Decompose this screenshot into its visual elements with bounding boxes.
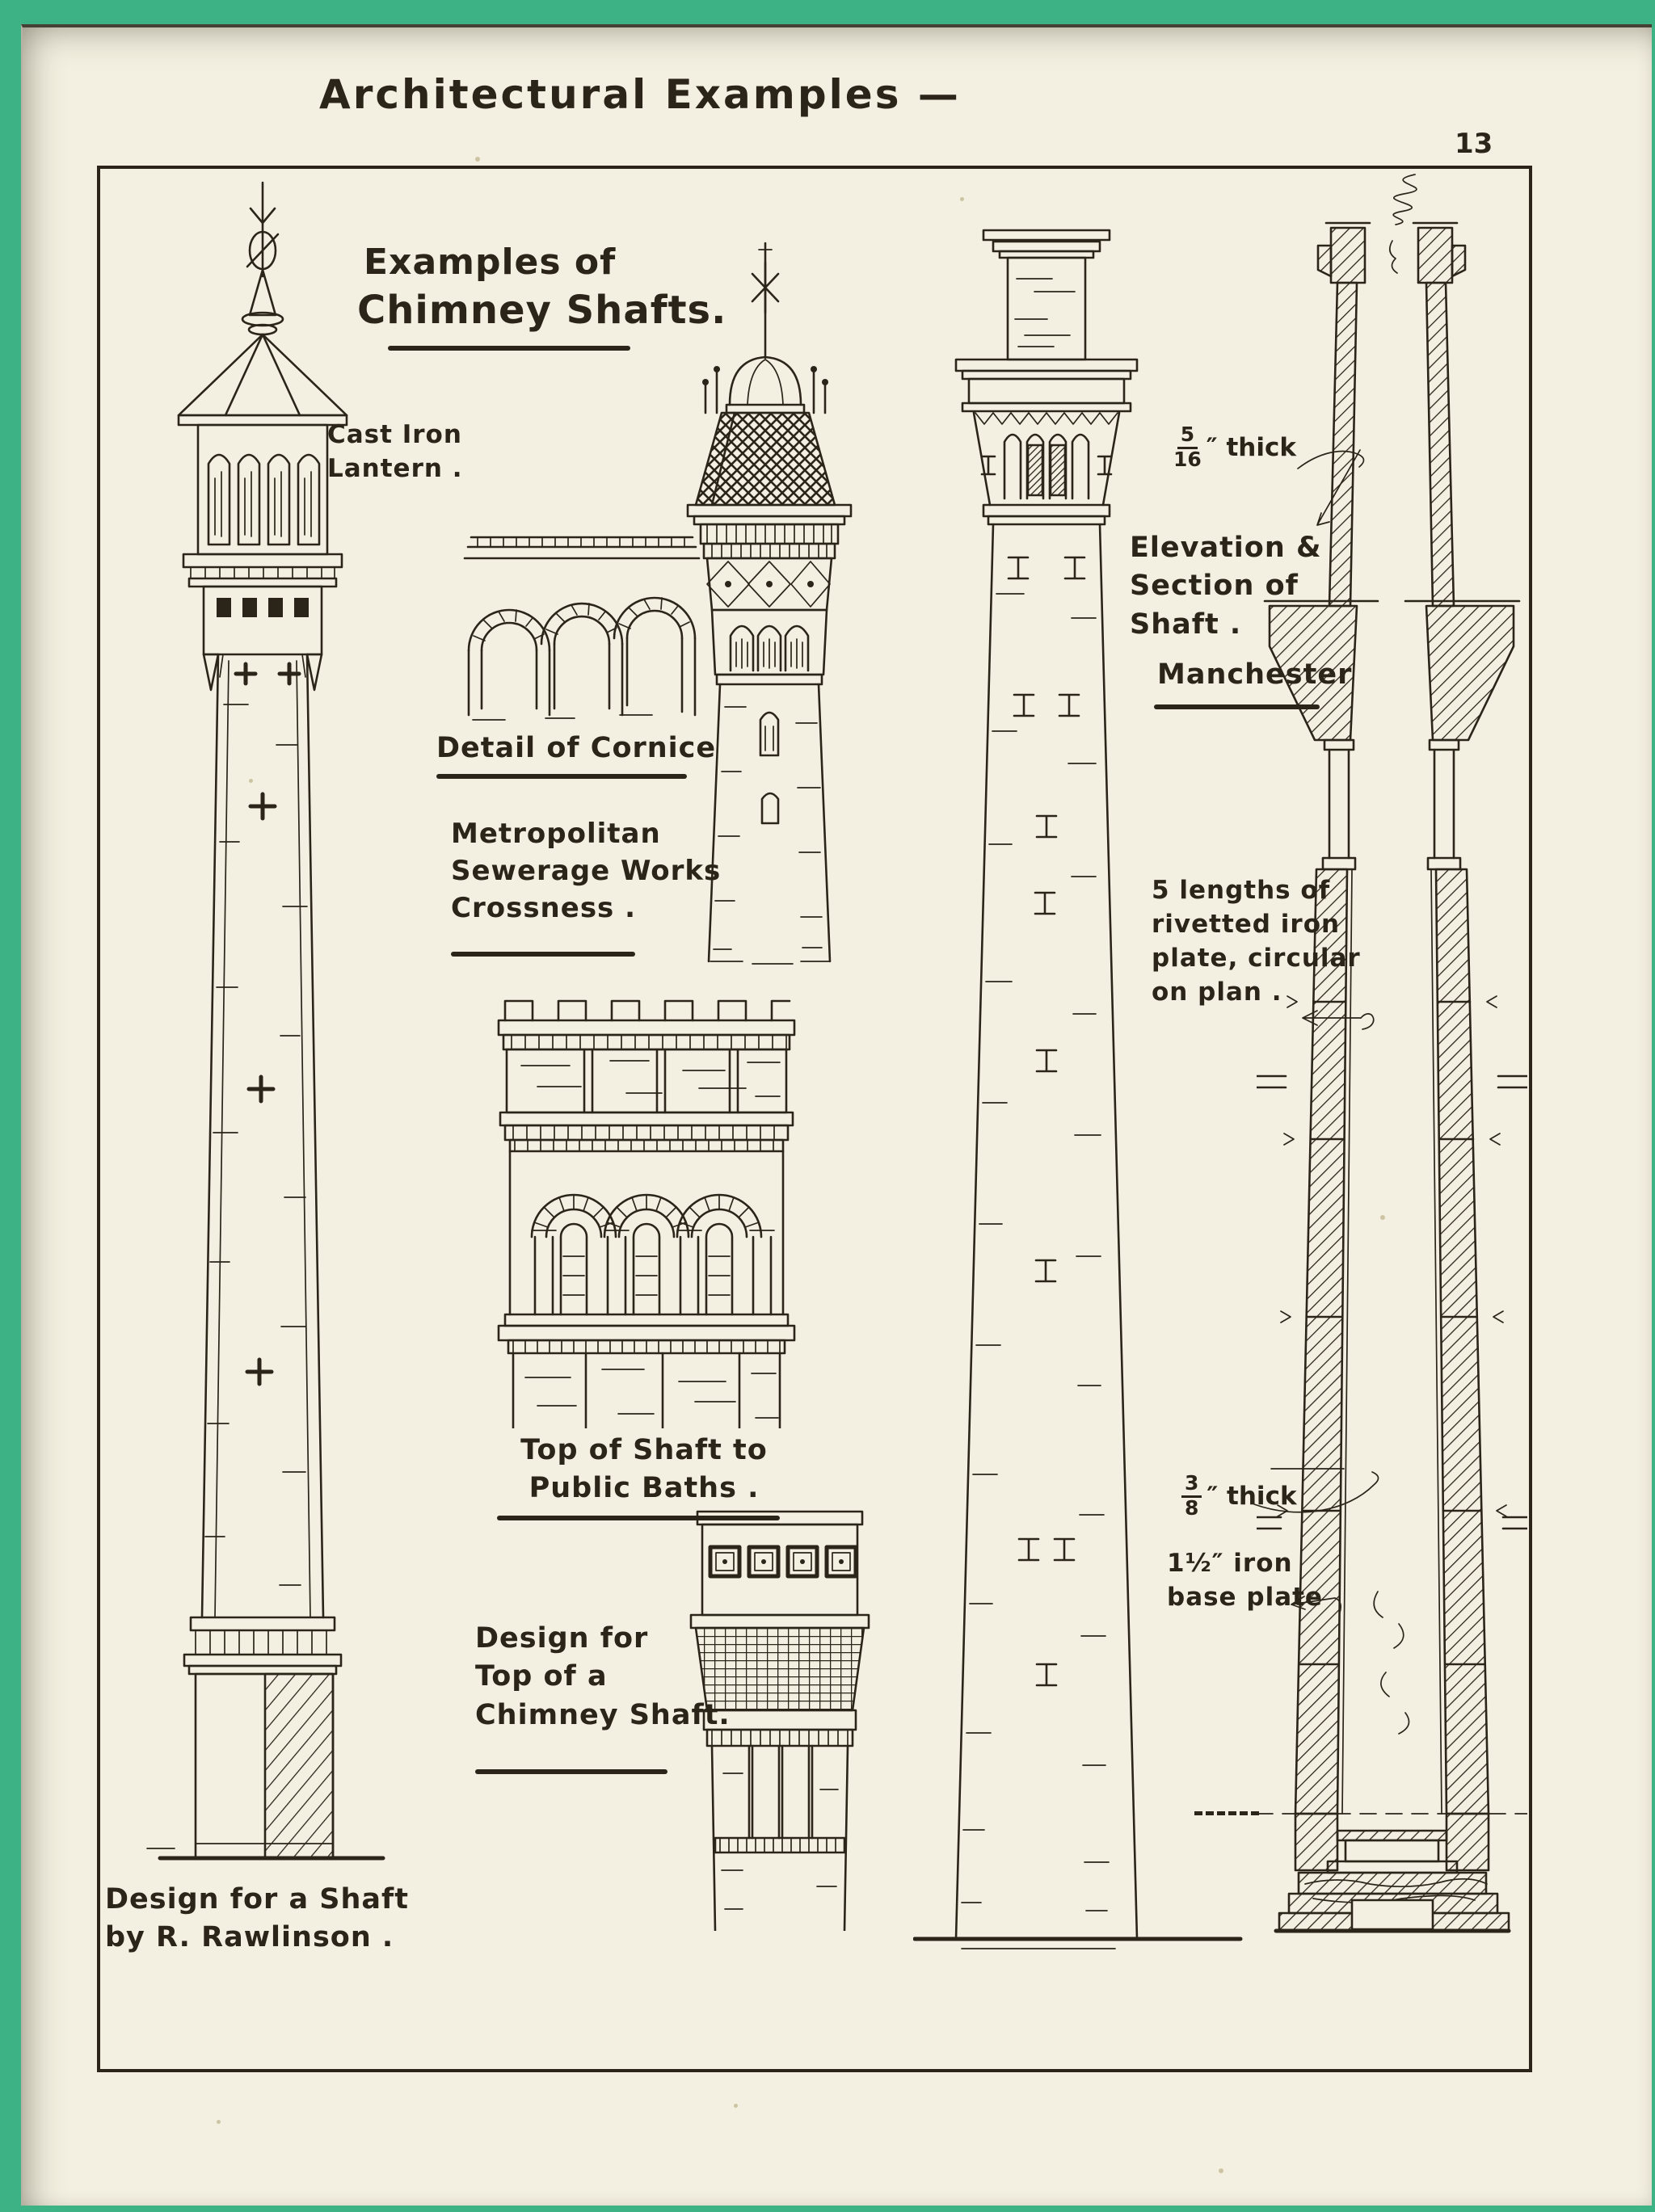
public-baths-underline [497,1516,780,1520]
design-top-underline [475,1769,667,1774]
elevation-section-label: Elevation & Section of Shaft . [1130,532,1322,641]
rawlinson-label: Design for a Shaft by R. Rawlinson . [105,1883,409,1954]
rawlinson-shaft-drawing [146,181,385,1861]
design-top-label: Design for Top of a Chimney Shaft. [475,1622,731,1731]
public-baths-shaft-drawing [497,999,796,1428]
fraction-numerator: 3 [1181,1472,1202,1499]
heading-underline [388,346,630,351]
upper-thickness-fraction: 5 16 [1173,423,1202,472]
plate-heading-line2: Chimney Shafts. [357,288,727,333]
fraction-suffix: ″ thick [1207,1481,1297,1511]
crossness-label: Metropolitan Sewerage Works Crossness . [451,818,722,924]
paper-speck [475,157,480,162]
page-number: 13 [1455,128,1493,160]
paper-speck [1219,2168,1223,2173]
paper-speck [960,197,964,201]
fraction-denominator: 8 [1185,1496,1199,1520]
paper-speck [249,779,253,783]
cornice-detail-underline [436,774,687,779]
upper-thickness-label: 5 16 ″ thick [1173,423,1296,472]
lower-thickness-label: 3 8 ″ thick [1181,1472,1297,1520]
fraction-denominator: 16 [1173,448,1202,472]
manchester-underline [1154,704,1320,709]
paper-speck [734,2104,738,2108]
plate-frame [97,166,1532,2072]
fraction-suffix: ″ thick [1206,432,1296,462]
manchester-elevation-drawing [913,229,1243,1949]
shaft-section-drawing [1257,174,1527,1933]
cast-iron-lantern-label: Cast Iron Lantern . [327,420,463,483]
cornice-detail-label: Detail of Cornice [436,732,717,764]
crossness-tower-drawing [686,242,853,965]
paper-speck [1380,1215,1385,1220]
crossness-underline [451,952,635,957]
cornice-detail-drawing [463,536,701,721]
fraction-numerator: 5 [1177,423,1198,450]
paper-speck [217,2120,221,2124]
ground-line-dashes [1194,1811,1259,1815]
lower-thickness-fraction: 3 8 [1181,1472,1202,1520]
public-baths-label: Top of Shaft to Public Baths . [520,1434,768,1505]
plate-heading-line1: Examples of [364,242,617,283]
design-top-drawing [689,1510,870,1931]
page-title: Architectural Examples — [319,71,961,118]
